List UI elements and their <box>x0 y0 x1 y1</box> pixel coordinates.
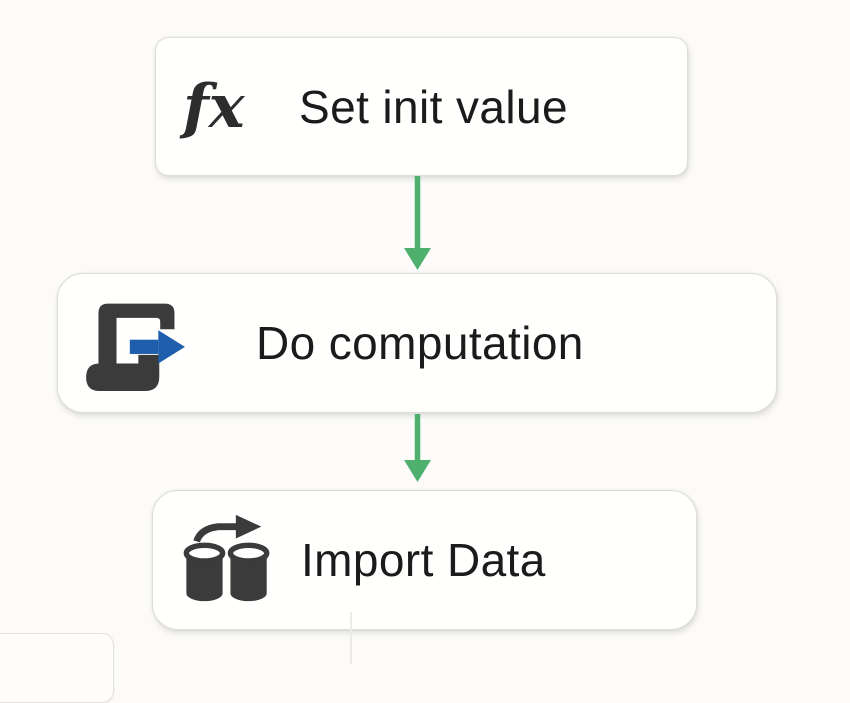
cropped-element-edge <box>350 612 352 664</box>
database-cylinder-left-top <box>183 542 226 564</box>
arrow-head-down-icon <box>404 460 431 482</box>
partial-node-bottom-left[interactable] <box>0 633 114 703</box>
task-node-label: Do computation <box>256 317 584 369</box>
connector-arrow-1[interactable] <box>403 176 433 272</box>
database-cylinder-right-top <box>227 542 270 564</box>
database-cylinder-left <box>186 553 223 602</box>
database-cylinder-right <box>230 553 267 602</box>
task-node-do-computation[interactable]: Do computation <box>57 273 777 413</box>
script-scroll-shape <box>86 354 160 391</box>
blue-arrow-tail <box>129 339 159 354</box>
transfer-arrow-right-icon <box>235 514 262 539</box>
data-transfer-icon <box>183 514 270 602</box>
task-node-import-data[interactable]: Import Data <box>152 490 697 630</box>
task-node-label: Set init value <box>299 80 568 133</box>
transfer-arrow-tail <box>193 523 238 543</box>
workflow-canvas: fx Set init value Do computation Impor <box>0 37 777 703</box>
task-node-set-init-value[interactable]: fx Set init value <box>155 37 688 176</box>
fx-expression-icon: fx <box>183 71 245 142</box>
script-task-icon <box>86 303 185 391</box>
script-page-shape <box>98 303 175 369</box>
arrow-head-down-icon <box>404 248 431 270</box>
task-node-label: Import Data <box>301 534 546 586</box>
blue-arrow-right-icon <box>158 329 185 363</box>
connector-arrow-2[interactable] <box>403 414 433 484</box>
